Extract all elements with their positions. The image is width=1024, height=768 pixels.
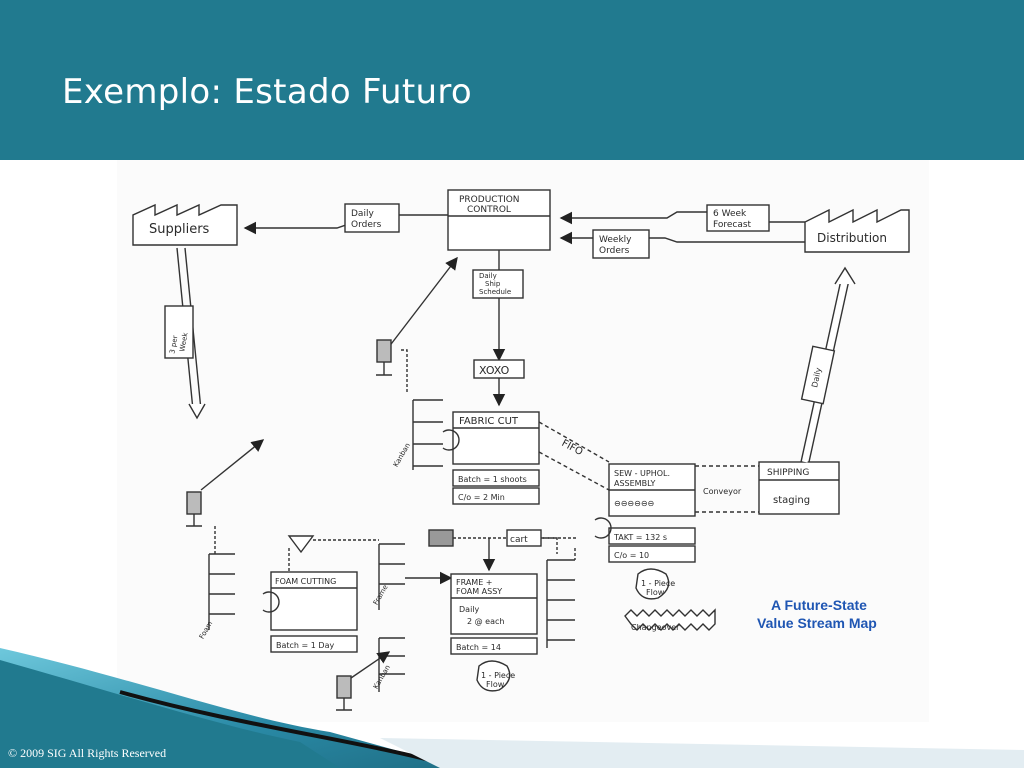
sew-flow-label-2: Flow — [646, 588, 665, 597]
distribution-factory-icon — [804, 208, 910, 253]
suppliers-label: Suppliers — [149, 222, 210, 237]
changeover-label: Changeover — [631, 623, 680, 632]
sew-label-2: ASSEMBLY — [614, 479, 655, 488]
conveyor-label: Conveyor — [703, 487, 742, 496]
suppliers-factory-icon — [132, 203, 238, 246]
fabric-co-label: C/o = 2 Min — [458, 493, 505, 502]
frame-flow-label-1: 1 - Piece — [481, 671, 515, 680]
shipping-label: SHIPPING — [767, 468, 809, 478]
sew-flow-label-1: 1 - Piece — [641, 579, 675, 588]
footer-decoration — [0, 648, 1024, 768]
value-stream-map: Suppliers PRODUCTION CONTROL Distributio… — [117, 160, 929, 722]
daily-truck-label: Daily — [810, 366, 823, 388]
legend-title-line-2: Value Stream Map — [757, 615, 877, 631]
frame-label-2: FOAM ASSY — [456, 587, 502, 596]
sew-label-1: SEW - UPHOL. — [614, 469, 670, 478]
frame-detail-label-2: 2 @ each — [467, 617, 504, 626]
daily-ship-label-1: Daily — [479, 272, 497, 280]
slide-title: Exemplo: Estado Futuro — [62, 72, 473, 112]
fabric-batch-label: Batch = 1 shoots — [458, 475, 527, 484]
legend-title-line-1: A Future-State — [771, 597, 867, 613]
fabric-cut-process — [452, 411, 540, 465]
daily-ship-label-3: Schedule — [479, 288, 511, 296]
production-control-label-2: CONTROL — [467, 205, 511, 215]
xoxo-label: XOXO — [479, 364, 510, 377]
foam-cutting-process — [270, 571, 358, 631]
staging-label: staging — [773, 495, 810, 506]
cart-label: cart — [510, 535, 528, 545]
foam-cutting-label: FOAM CUTTING — [275, 577, 336, 586]
frame-flow-label-2: Flow — [486, 680, 505, 689]
foam-batch-label: Batch = 1 Day — [276, 641, 334, 650]
daily-orders-label-1: Daily — [351, 209, 374, 219]
foam-kanban-post-label: Foam — [198, 620, 215, 641]
frame-batch-label: Batch = 14 — [456, 643, 501, 652]
forecast-label-2: Forecast — [713, 220, 752, 230]
signal-kanban-icon — [428, 529, 454, 547]
weekly-orders-label-2: Orders — [599, 246, 630, 256]
frame-kanban-post-label: Frame — [372, 584, 390, 607]
footer-copyright: © 2009 SIG All Rights Reserved — [8, 746, 167, 760]
supplier-truck-label-2: Week — [178, 331, 189, 352]
supplier-truck-label-1: 3 per — [168, 335, 179, 355]
sew-co-label: C/o = 10 — [614, 551, 649, 560]
value-stream-map-drawing: Suppliers PRODUCTION CONTROL Distributio… — [132, 189, 910, 711]
weekly-orders-label-1: Weekly — [599, 235, 632, 245]
sew-operators-icons: ⊖⊖⊖⊖⊖⊖ — [614, 499, 654, 508]
fabric-kanban-post-label: Kanban — [392, 442, 412, 469]
production-control-box — [447, 189, 551, 251]
daily-orders-label-2: Orders — [351, 220, 382, 230]
forecast-label-1: 6 Week — [713, 209, 747, 219]
slide-header: Exemplo: Estado Futuro — [0, 0, 1024, 160]
production-control-label-1: PRODUCTION — [459, 195, 520, 205]
frame-foam-assy-process — [450, 573, 538, 635]
frame-detail-label-1: Daily — [459, 605, 480, 614]
distribution-label: Distribution — [817, 231, 887, 245]
shipping-process — [758, 461, 840, 515]
fabric-cut-label: FABRIC CUT — [459, 416, 519, 427]
takt-label: TAKT = 132 s — [613, 533, 667, 542]
daily-ship-label-2: Ship — [485, 280, 501, 288]
frame-label-1: FRAME + — [456, 578, 493, 587]
fifo-label: FIFO — [560, 438, 585, 458]
